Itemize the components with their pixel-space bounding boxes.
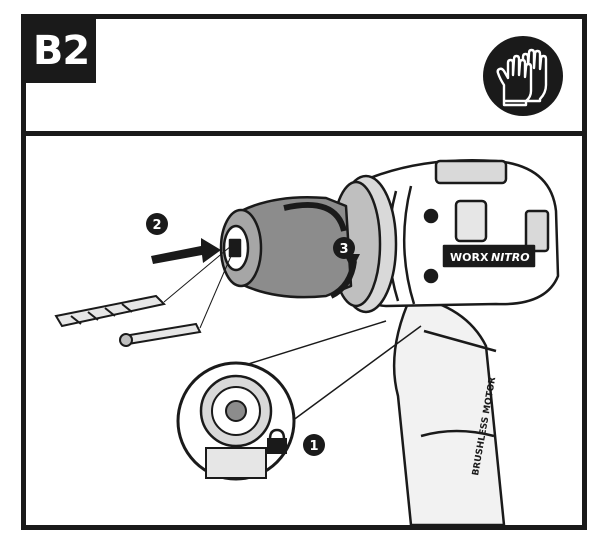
callout-3: 3 [333, 237, 355, 259]
brand-label: WORX [450, 251, 489, 264]
svg-text:3: 3 [339, 242, 348, 257]
drill-icon [219, 158, 560, 525]
push-arrow-icon [151, 238, 221, 264]
drill-bit-icon [54, 294, 167, 328]
model-label: NITRO [491, 251, 530, 264]
chuck-detail-inset [176, 361, 296, 481]
callout-1: 1 [303, 434, 325, 456]
instruction-frame: B2 [21, 14, 587, 530]
screwdriver-bit-icon [119, 322, 202, 347]
svg-text:2: 2 [152, 218, 161, 233]
gloves-icon [483, 36, 563, 116]
callout-2: 2 [146, 213, 168, 235]
drill-illustration: WORX NITRO BRUSHLESS MOTOR [54, 158, 560, 525]
svg-text:1: 1 [309, 439, 318, 454]
step-badge: B2 [26, 19, 96, 83]
step-header: B2 [26, 19, 582, 136]
padlock-icon [267, 428, 287, 454]
